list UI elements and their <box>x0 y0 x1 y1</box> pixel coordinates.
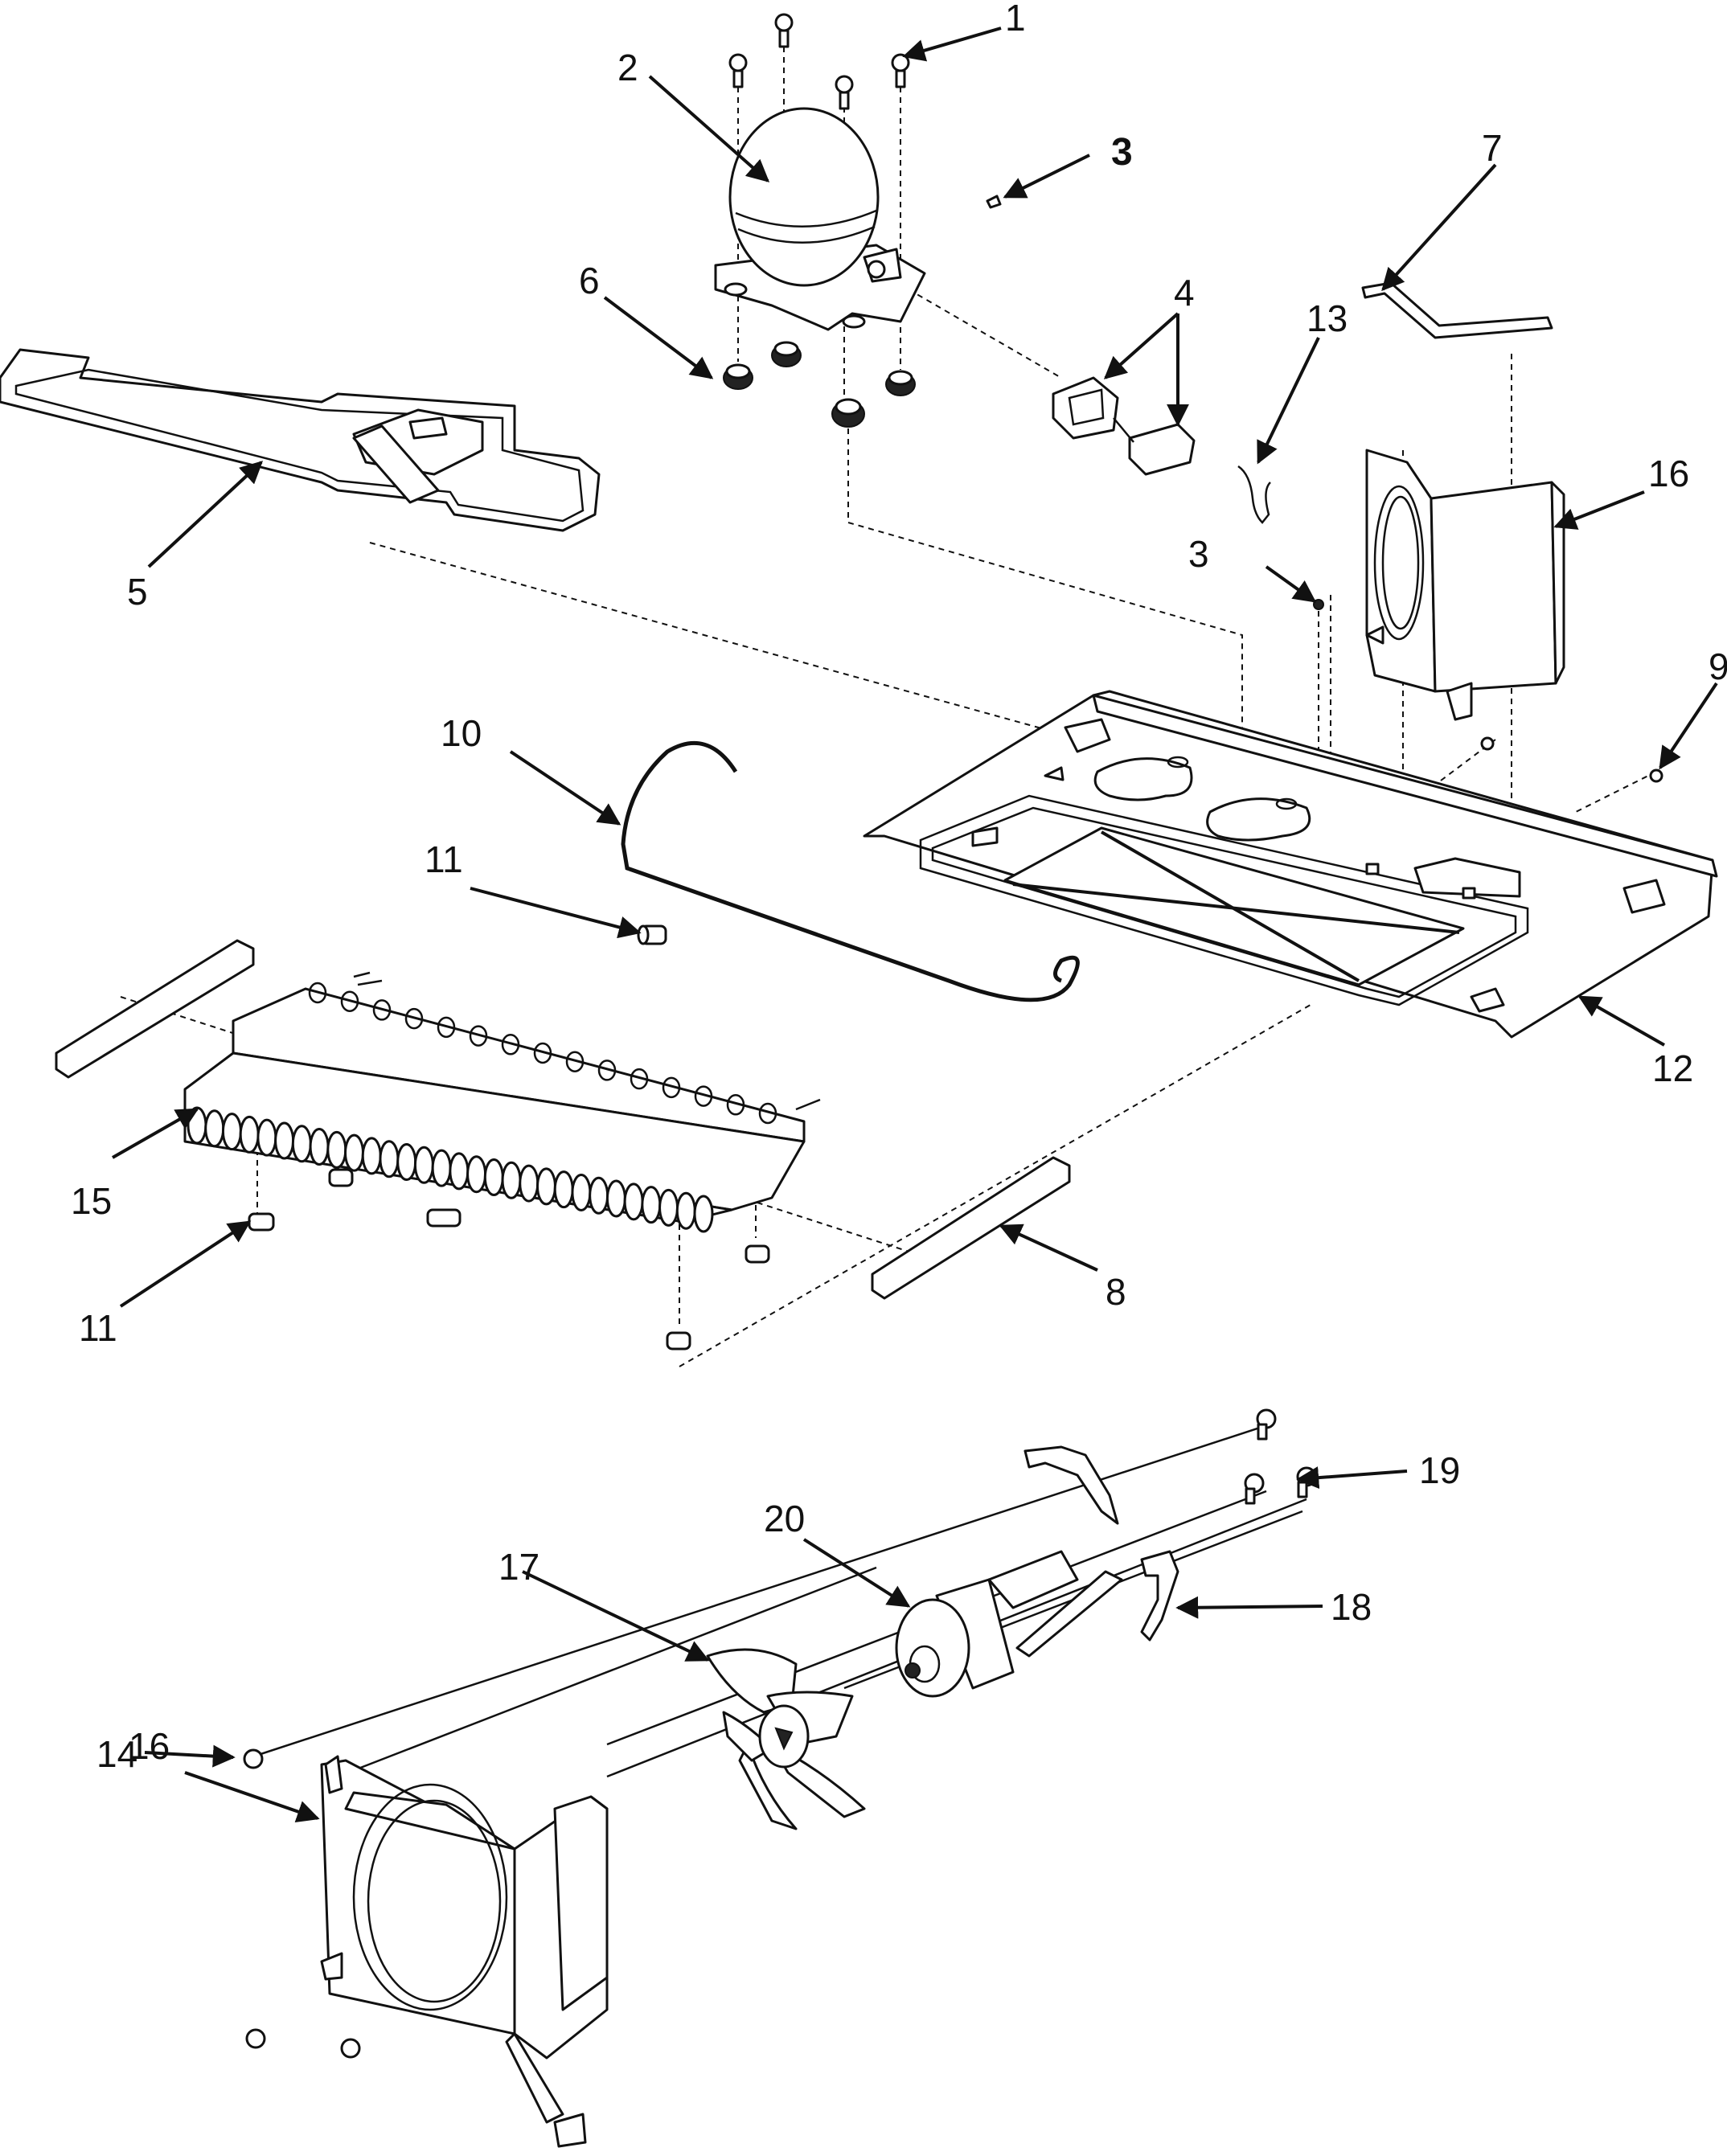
callout-19: 19 <box>1419 1449 1460 1491</box>
bracket-7 <box>1361 281 1553 339</box>
spacer-upper <box>637 924 667 945</box>
callout-1: 1 <box>1005 0 1026 39</box>
coil-loop <box>431 1149 452 1187</box>
coil-loop-back <box>726 1094 745 1116</box>
fan-blade <box>706 1648 866 1830</box>
callout-12: 12 <box>1652 1047 1693 1089</box>
coil-loop-back <box>501 1034 520 1055</box>
coil-loop <box>675 1191 696 1230</box>
coil-loop <box>239 1115 260 1154</box>
coil-loop <box>623 1183 644 1221</box>
screws-14 <box>243 1748 361 2059</box>
wire-13 <box>1237 465 1271 524</box>
callout-11-upper: 11 <box>425 838 463 880</box>
coil-loop <box>571 1173 592 1211</box>
coil-loop-back <box>597 1060 617 1081</box>
callout-9: 9 <box>1709 646 1727 687</box>
motor-bracket-top <box>1023 1445 1119 1525</box>
coil-loop <box>693 1195 714 1233</box>
coil-loop-back <box>308 982 327 1004</box>
side-rails <box>55 939 1071 1300</box>
coil-loop <box>658 1188 679 1227</box>
motor-bracket-18 <box>1140 1550 1179 1642</box>
callout-3-top: 3 <box>1111 131 1133 174</box>
clip-top <box>986 195 1002 209</box>
callout-3-mid: 3 <box>1188 533 1209 575</box>
coil-loop <box>413 1146 434 1184</box>
coil-loop-back <box>404 1007 424 1030</box>
coil-loop <box>291 1125 312 1163</box>
leader-arrows <box>112 27 1718 1823</box>
callout-14: 14 <box>96 1733 137 1775</box>
coil-loop <box>449 1152 470 1191</box>
callout-2: 2 <box>617 47 638 88</box>
coil-loop-back <box>694 1085 713 1107</box>
fan-motor <box>895 1550 1123 1698</box>
coil-loop <box>396 1143 417 1182</box>
coil-loop-back <box>565 1051 585 1072</box>
coil-loop <box>589 1176 609 1215</box>
callout-17: 17 <box>498 1546 539 1588</box>
coil-loop <box>204 1109 225 1148</box>
callout-5: 5 <box>127 571 148 613</box>
coil-loop-back <box>662 1076 681 1099</box>
callout-8: 8 <box>1106 1271 1126 1313</box>
coil-loop <box>256 1118 277 1157</box>
coil-loop <box>553 1170 574 1209</box>
coil-loop <box>501 1161 522 1199</box>
grommets <box>723 341 916 428</box>
callout-16-upper: 16 <box>1648 453 1689 494</box>
callout-labels: 1 2 3 4 5 6 7 8 9 10 11 11 12 13 3 14 15… <box>71 0 1727 1775</box>
callout-13: 13 <box>1307 297 1348 339</box>
callout-18: 18 <box>1331 1586 1372 1628</box>
coil-loop <box>309 1128 330 1166</box>
coil-loop-back <box>630 1068 649 1090</box>
coil-loop <box>326 1130 347 1169</box>
coil-loop-back <box>469 1025 488 1047</box>
callout-10: 10 <box>441 712 482 754</box>
fan-shroud-upper <box>1365 449 1565 721</box>
coil-loop <box>483 1158 504 1196</box>
coil-loop <box>361 1137 382 1175</box>
callout-11-lower: 11 <box>79 1307 117 1349</box>
coil-loop-back <box>533 1042 552 1064</box>
coil-loop <box>605 1179 626 1218</box>
callout-6: 6 <box>579 260 600 301</box>
coil-loop-back <box>758 1102 777 1125</box>
screws-19 <box>1244 1408 1317 1505</box>
callout-7: 7 <box>1482 127 1503 169</box>
spacers-lower <box>248 1168 770 1351</box>
coil-loop-back <box>372 999 392 1021</box>
coil-loop-back <box>437 1016 456 1039</box>
screws-9 <box>1480 736 1663 783</box>
relay-overload <box>1052 376 1196 476</box>
base-plate <box>863 690 1718 1039</box>
callout-4: 4 <box>1174 272 1195 314</box>
fan-shroud-lower <box>320 1755 609 2148</box>
coil-loop <box>274 1121 295 1160</box>
coil-loop <box>379 1140 400 1178</box>
coil-loop <box>466 1155 487 1194</box>
coil-loop <box>519 1164 539 1203</box>
callout-20: 20 <box>764 1498 805 1539</box>
mounting-bolts <box>728 13 910 110</box>
compressor <box>714 107 926 331</box>
condenser-coil <box>183 971 821 1233</box>
tube-10 <box>621 740 1080 1002</box>
coil-loop <box>221 1113 242 1151</box>
clip-mid <box>1313 599 1324 610</box>
coil-loop <box>535 1167 556 1206</box>
callout-16-lower: 16 <box>129 1725 170 1767</box>
coil-loop <box>641 1186 662 1224</box>
coil-loop-back <box>340 990 359 1012</box>
callout-15: 15 <box>71 1180 112 1222</box>
drain-pan <box>0 348 601 532</box>
coil-loop <box>344 1133 365 1172</box>
